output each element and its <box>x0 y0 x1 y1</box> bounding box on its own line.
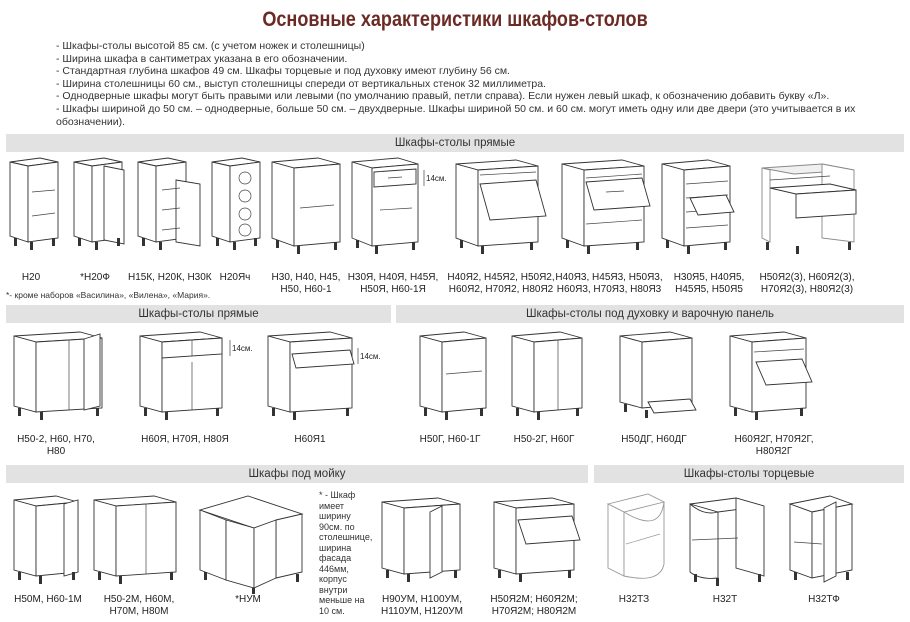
cabinet-h50m-drawing <box>13 495 79 584</box>
note-item: Ширина столешницы 60 см., выступ столешн… <box>56 78 910 91</box>
dimension-14cm: 14см. <box>232 344 253 353</box>
row3-drawings <box>13 493 854 594</box>
section-header-straight: Шкафы-столы прямые <box>6 134 904 152</box>
cabinet-h50g-drawing <box>419 331 487 420</box>
dimension-14cm: 14см. <box>360 352 381 361</box>
cabinet-h50-2g-drawing <box>511 331 583 420</box>
cabinet-h50ya2m-drawing <box>493 497 581 582</box>
cabinet-label: Н30Я5, Н40Я5, Н45Я5, Н50Я5 <box>673 272 745 295</box>
section-header-sink: Шкафы под мойку <box>6 465 588 483</box>
cabinet-h50-2m-drawing <box>93 495 177 584</box>
cabinet-label: Н60Я2Г, Н70Я2Г, Н80Я2Г <box>734 434 814 457</box>
cabinet-h32tf-drawing <box>788 495 854 583</box>
note-item: Ширина шкафа в сантиметрах указана в его… <box>56 53 910 66</box>
cabinet-label: Н20Яч <box>219 272 251 283</box>
cabinet-h32t-drawing <box>689 497 765 586</box>
cabinet-h30ya5-drawing <box>661 159 735 254</box>
note-item: Шкафы-столы высотой 85 см. (с учетом нож… <box>56 40 910 53</box>
cabinet-num-drawing <box>198 495 304 594</box>
cabinet-label: *Н20Ф <box>80 272 110 283</box>
cabinet-label: Н30, Н40, Н45, Н50, Н60-1 <box>271 272 341 295</box>
cabinet-h40ya3-drawing <box>561 159 651 254</box>
section-header-end: Шкафы-столы торцевые <box>594 465 904 483</box>
cabinet-label: Н32ТФ <box>808 594 840 605</box>
cabinet-label: Н15К, Н20К, Н30К <box>128 272 212 283</box>
cabinet-label: Н50М, Н60-1М <box>14 594 82 605</box>
cabinet-label: Н50Я2(3), Н60Я2(3), Н70Я2(3), Н80Я2(3) <box>759 272 855 295</box>
cabinet-h15k-drawing <box>137 157 201 250</box>
cabinet-label: Н50Я2М; Н60Я2М; Н70Я2М; Н80Я2М <box>490 594 578 617</box>
cabinet-label: Н50Г, Н60-1Г <box>419 434 481 445</box>
page-title: Основные характеристики шкафов-столов <box>262 8 648 31</box>
cabinet-label: Н60Я, Н70Я, Н80Я <box>141 434 229 445</box>
cabinet-h20f-drawing <box>73 157 125 250</box>
cabinet-label: Н90УМ, Н100УМ, Н110УМ, Н120УМ <box>381 594 463 617</box>
cabinet-label: Н50ДГ, Н60ДГ <box>621 434 687 445</box>
corner-note: * - Шкаф имеет ширину 90см. по столешниц… <box>319 490 373 616</box>
cabinet-label: Н50-2М, Н60М, Н70М, Н80М <box>103 594 175 617</box>
cabinet-h60ya-drawing: 14см. <box>139 331 253 420</box>
cabinet-label: Н50-2, Н60, Н70, Н80 <box>17 434 95 457</box>
cabinet-h20-drawing <box>9 157 59 250</box>
cabinet-label: Н60Я1 <box>294 434 326 445</box>
cabinet-h20ych-drawing <box>211 157 261 250</box>
row1-footnote: *- кроме наборов «Василина», «Вилена», «… <box>6 290 211 300</box>
cabinet-label: Н30Я, Н40Я, Н45Я, Н50Я, Н60-1Я <box>347 272 439 295</box>
cabinet-label: Н32ТЗ <box>618 594 650 605</box>
cabinet-label: *НУМ <box>235 594 261 605</box>
cabinet-label: Н50-2Г, Н60Г <box>513 434 575 445</box>
section-header-oven: Шкафы-столы под духовку и варочную панел… <box>396 305 904 323</box>
notes-list: Шкафы-столы высотой 85 см. (с учетом нож… <box>56 40 910 128</box>
cabinet-label: Н40Я2, Н45Я2, Н50Я2, Н60Я2, Н70Я2, Н80Я2 <box>447 272 555 295</box>
cabinet-label: Н20 <box>21 272 41 283</box>
cabinet-label: Н32Т <box>712 594 738 605</box>
cabinet-h50ya2-3-drawing <box>761 163 857 254</box>
cabinet-h30ya-drawing: 14см. <box>351 157 447 254</box>
note-item: Однодверные шкафы могут быть правыми или… <box>56 90 910 103</box>
cabinet-h60ya1-drawing: 14см. <box>267 331 381 420</box>
cabinet-h40ya2-drawing <box>455 159 547 254</box>
note-item: Стандартная глубина шкафов 49 см. Шкафы … <box>56 65 910 78</box>
section-header-straight-2: Шкафы-столы прямые <box>6 305 391 323</box>
cabinet-h50dg-drawing <box>619 331 697 418</box>
cabinet-h30-drawing <box>271 157 341 254</box>
dimension-14cm: 14см. <box>426 174 447 183</box>
cabinet-h90um-drawing <box>381 497 461 582</box>
row1-drawings: 14см. <box>9 157 857 254</box>
note-item: Шкафы шириной до 50 см. – однодверные, б… <box>56 103 910 128</box>
row2-drawings: 14см. 14см. <box>13 331 813 420</box>
cabinet-h50-2-drawing <box>13 331 103 420</box>
cabinet-h60ya2g-drawing <box>729 331 813 420</box>
cabinet-label: Н40Я3, Н45Я3, Н50Я3, Н60Я3, Н70Я3, Н80Я3 <box>555 272 663 295</box>
cabinet-h32tz-drawing <box>606 493 666 579</box>
